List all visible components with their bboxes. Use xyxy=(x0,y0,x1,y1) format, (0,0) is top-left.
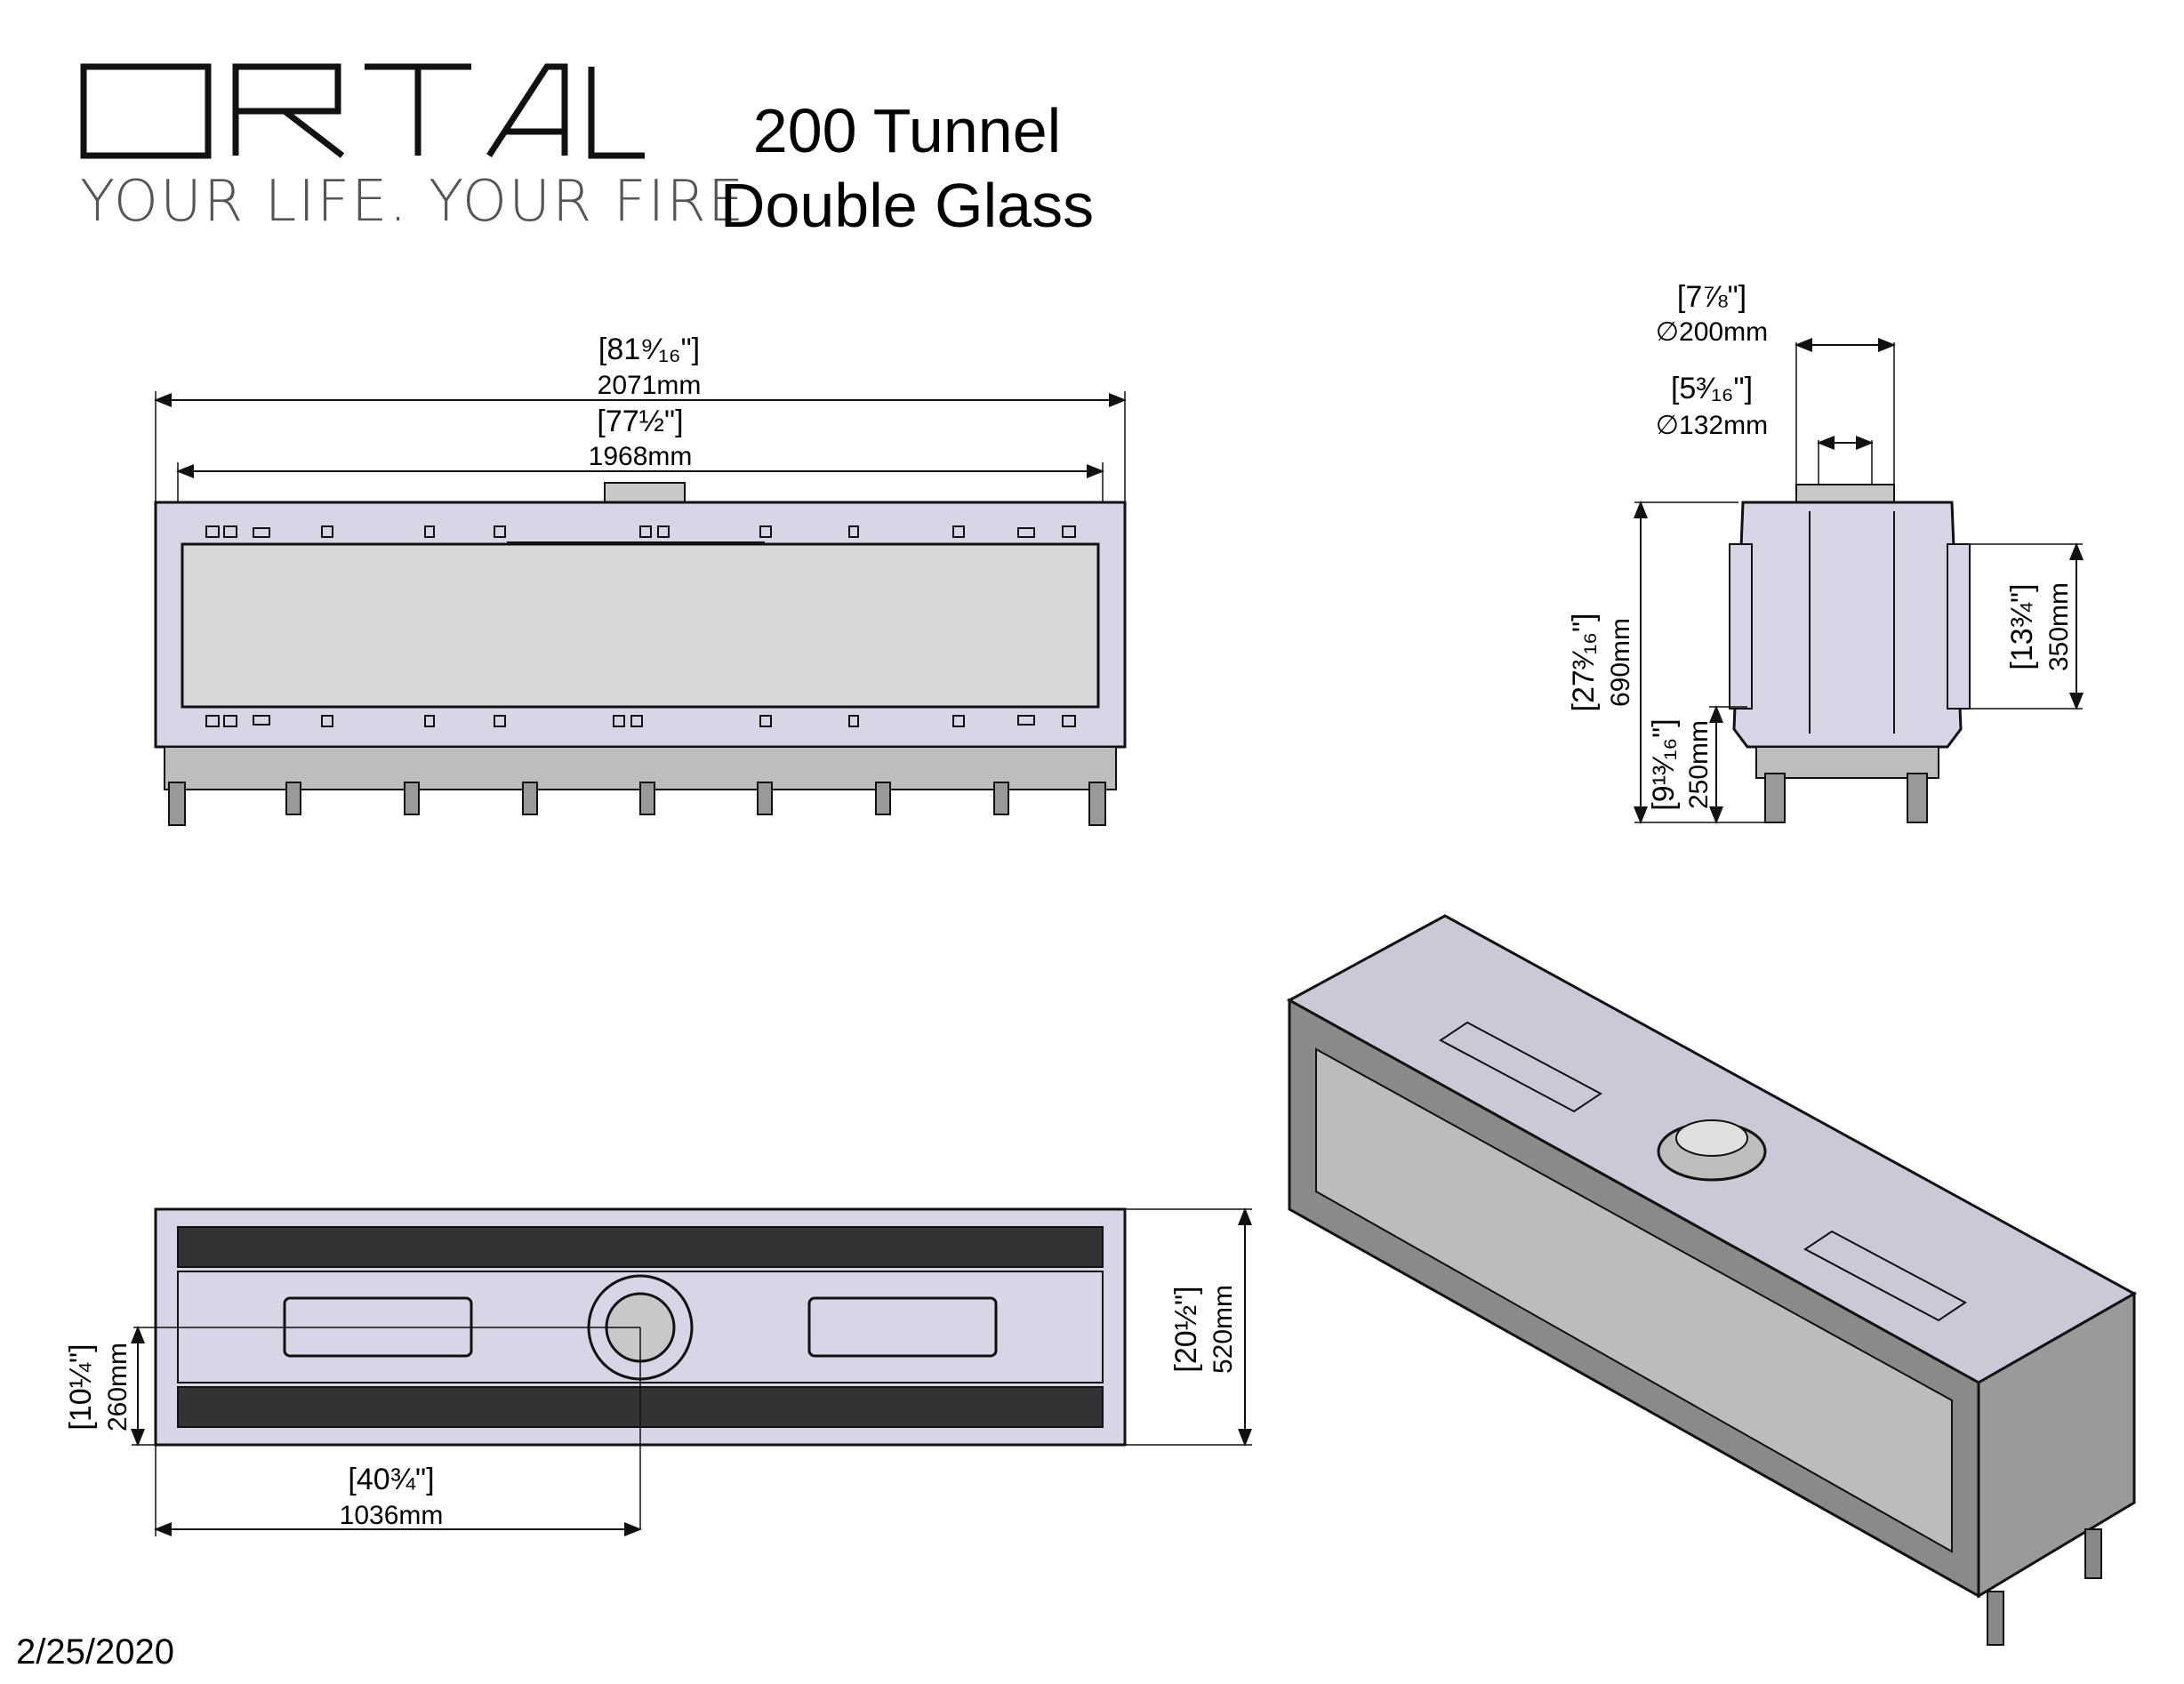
title-line-1: 200 Tunnel xyxy=(752,96,1062,165)
top-half-depth-mm: 260mm xyxy=(103,1343,132,1431)
side-base-in: [9¹³⁄₁₆"] xyxy=(1647,718,1681,810)
iso-glass xyxy=(1315,1047,1953,1553)
front-width-mm: 2071mm xyxy=(598,371,702,400)
front-width-in: [81⁹⁄₁₆"] xyxy=(598,333,700,366)
side-body-in: [13¾"] xyxy=(2005,583,2039,670)
flue-inner-in: [5³⁄₁₆"] xyxy=(1671,372,1753,405)
brand-tagline: YOUR LIFE. YOUR FIRE xyxy=(80,169,746,235)
top-depth-mm: 520mm xyxy=(1208,1285,1238,1374)
brand-logo xyxy=(80,53,649,231)
drawing-date: 2/25/2020 xyxy=(16,1632,174,1672)
side-body xyxy=(1732,501,1963,749)
flue-outer-mm: ∅200mm xyxy=(1656,317,1768,347)
flue-inner-mm: ∅132mm xyxy=(1656,411,1768,440)
side-height-in: [27³⁄₁₆"] xyxy=(1567,613,1601,712)
top-half-width-mm: 1036mm xyxy=(340,1501,444,1530)
top-half-width-in: [40¾"] xyxy=(348,1463,434,1496)
title-line-2: Double Glass xyxy=(719,171,1095,240)
front-view: [81⁹⁄₁₆"] 2071mm [77½"] 1968mm xyxy=(154,333,1127,826)
side-view: [7⅞"] ∅200mm [5³⁄₁₆"] ∅132mm [27³⁄₁₆"] 6… xyxy=(1567,280,2084,824)
top-half-depth-in: [10¼"] xyxy=(64,1343,98,1430)
isometric-view xyxy=(1286,914,2138,1646)
side-body-mm: 350mm xyxy=(2044,582,2074,671)
front-glass-mm: 1968mm xyxy=(589,442,693,471)
side-base-mm: 250mm xyxy=(1684,720,1714,809)
page-title: 200 Tunnel Double Glass xyxy=(676,93,1138,243)
top-vent-right xyxy=(807,1296,998,1358)
ortal-logo-icon xyxy=(80,63,645,159)
front-glass-in: [77½"] xyxy=(597,405,683,438)
top-depth-in: [20½"] xyxy=(1169,1286,1203,1372)
flue-outer-in: [7⅞"] xyxy=(1677,280,1746,314)
iso-side-face xyxy=(1977,1291,2136,1599)
top-view: [20½"] 520mm [10¼"] 260mm [40¾"] 1036mm xyxy=(64,1207,1252,1536)
side-height-mm: 690mm xyxy=(1606,618,1635,707)
front-glass-panel xyxy=(181,542,1100,709)
